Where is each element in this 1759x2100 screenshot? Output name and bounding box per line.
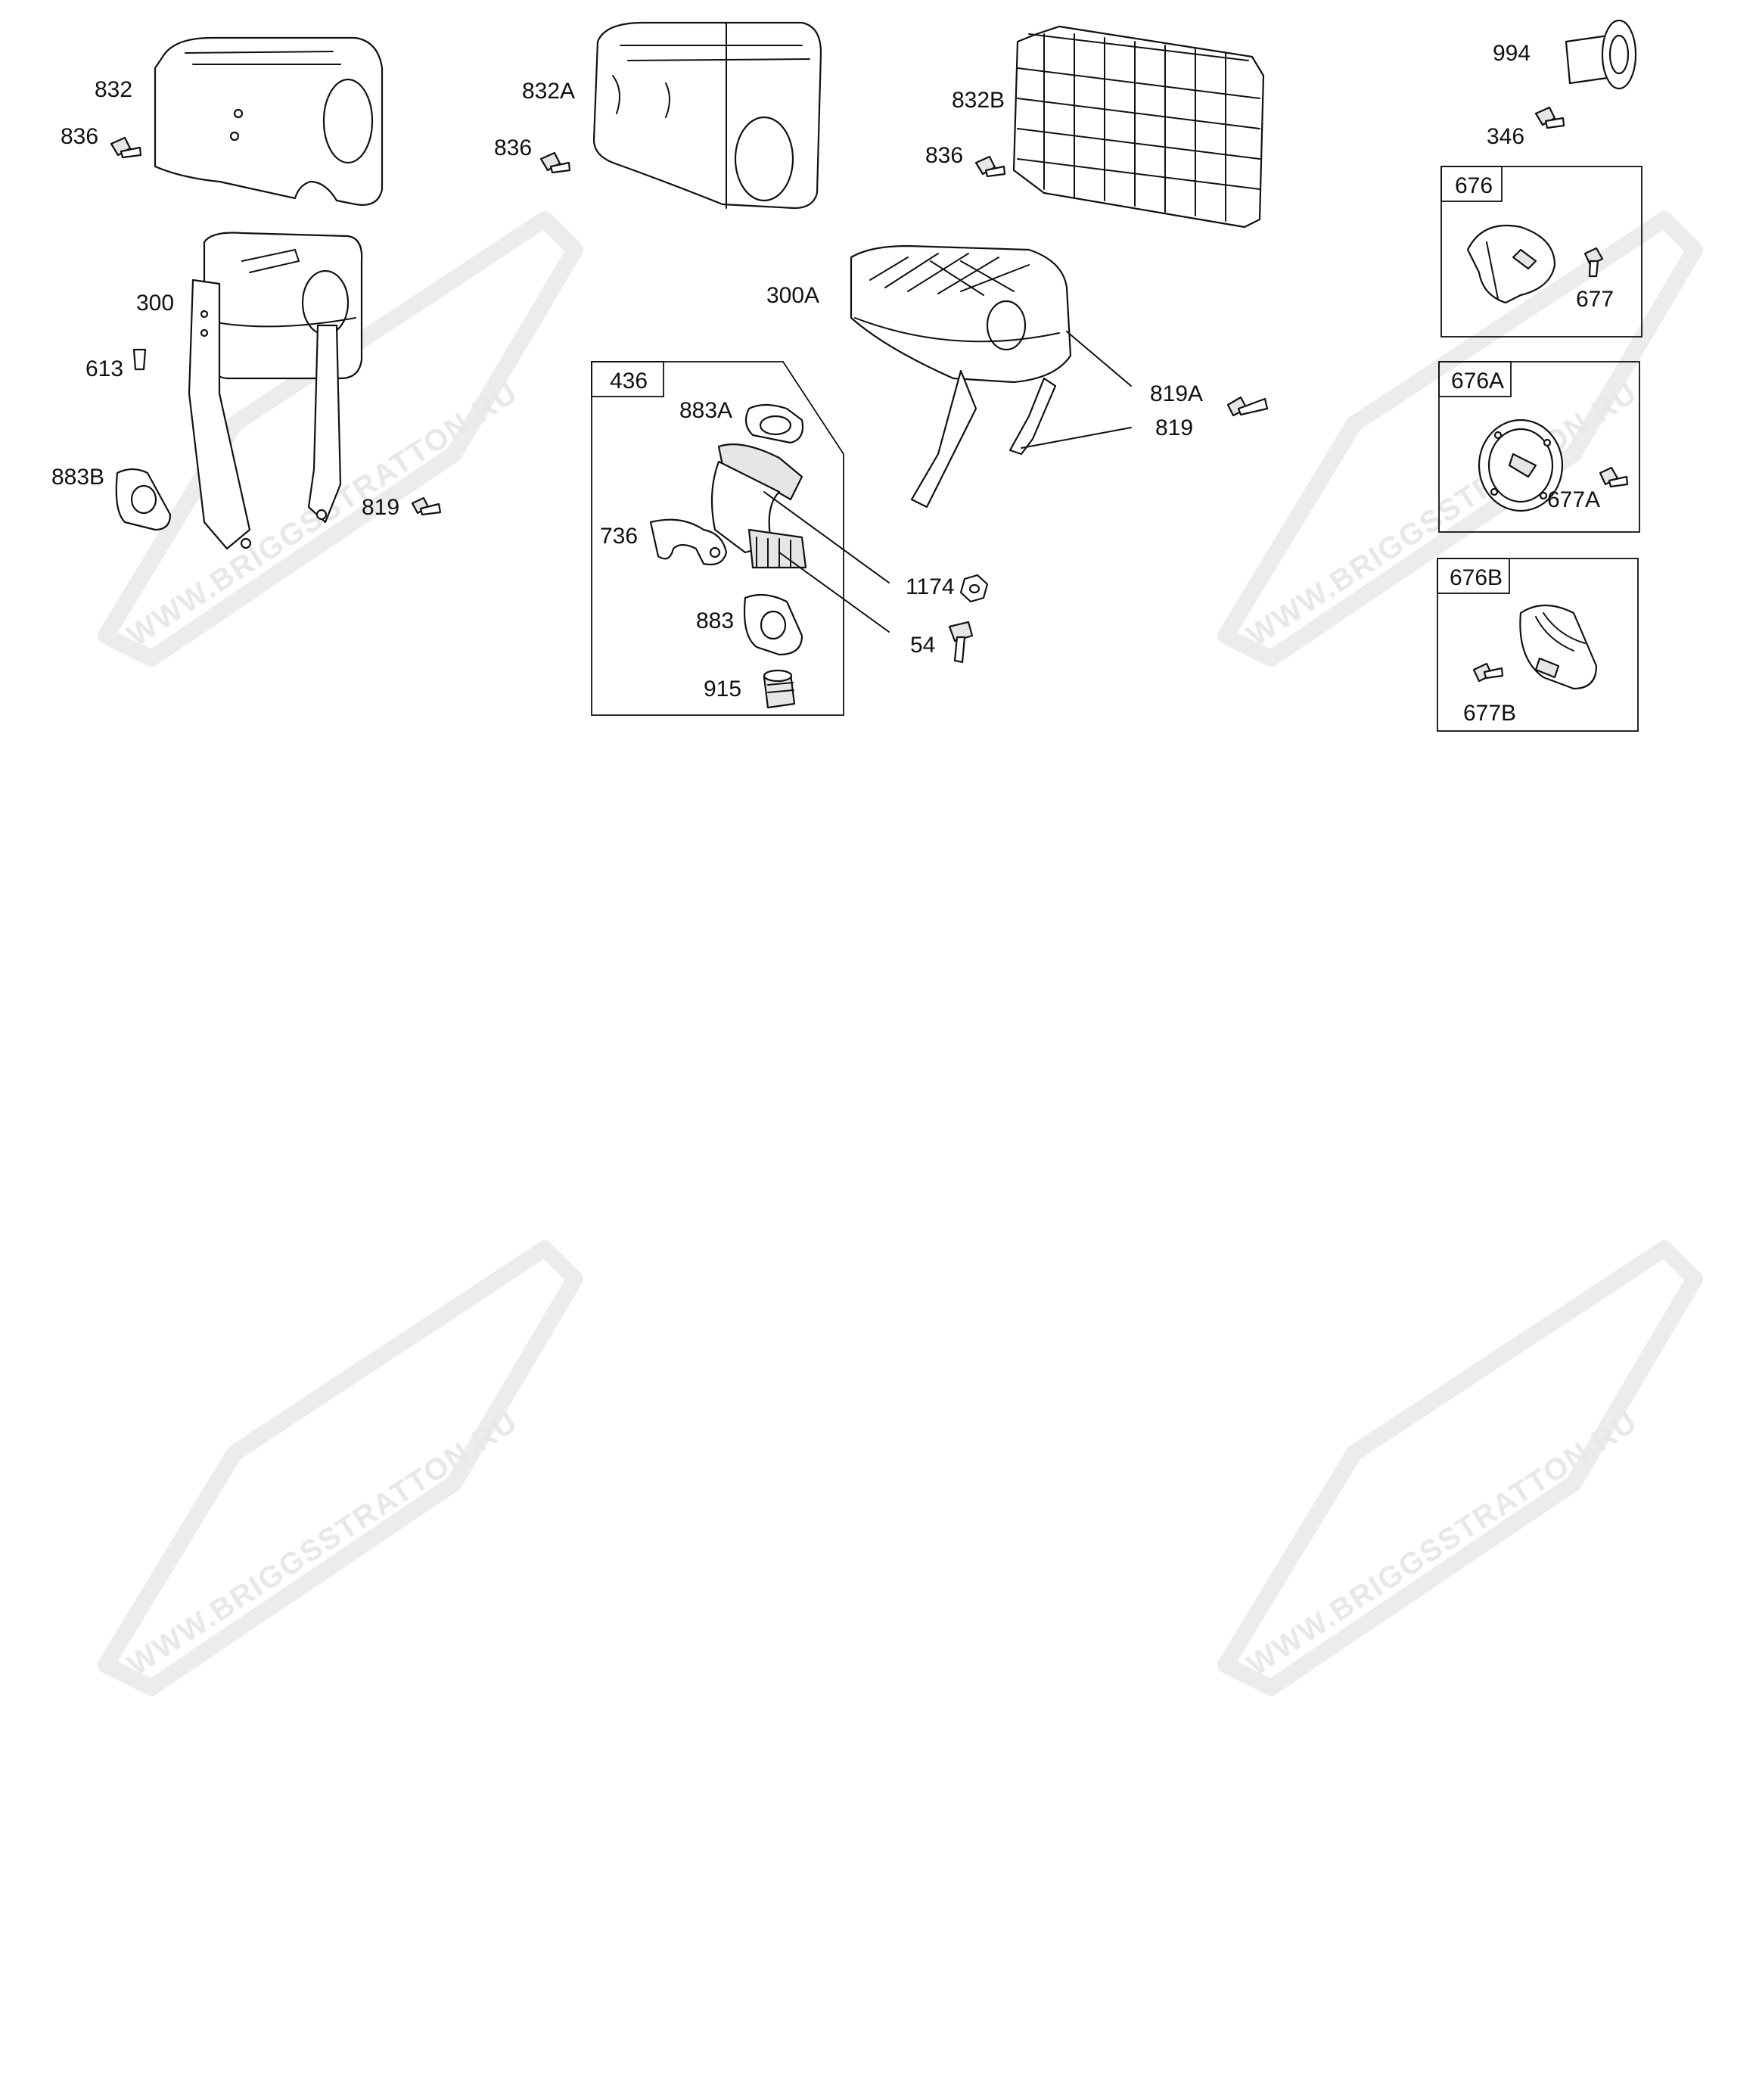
bolt-54 xyxy=(948,621,974,664)
callout-819-a: 819 xyxy=(362,495,399,520)
screw-677B xyxy=(1472,662,1504,683)
screw-677A xyxy=(1599,466,1629,488)
part-994-exhaust-deflector xyxy=(1565,19,1637,90)
callout-677A: 677A xyxy=(1547,487,1600,512)
kit-676-frame xyxy=(1440,166,1642,338)
part-832B-wire-guard xyxy=(1012,25,1265,229)
part-832A-muffler-shield xyxy=(592,21,822,210)
gasket-883A xyxy=(744,403,804,444)
screw-346 xyxy=(1534,106,1565,129)
callout-346: 346 xyxy=(1487,124,1524,149)
screw-819A xyxy=(1226,396,1269,417)
callout-994: 994 xyxy=(1493,41,1531,66)
watermark-bottom-left: WWW.BRIGGSSTRATTON.RU xyxy=(98,1240,583,1696)
screw-613 xyxy=(132,348,147,371)
callout-300: 300 xyxy=(136,291,174,316)
gasket-883B xyxy=(115,468,172,531)
callout-883A: 883A xyxy=(679,398,732,423)
screw-836-b xyxy=(539,151,571,174)
part-832-muffler-guard xyxy=(154,36,384,206)
gasket-883 xyxy=(743,593,803,656)
part-676A-deflector xyxy=(1478,418,1564,512)
leader-1174 xyxy=(763,491,890,583)
callout-677: 677 xyxy=(1576,287,1614,312)
clamp-736 xyxy=(649,518,728,566)
callout-819-b: 819 xyxy=(1155,415,1193,440)
part-300A-muffler xyxy=(850,244,1072,509)
part-676B-deflector xyxy=(1519,605,1598,690)
callout-832B: 832B xyxy=(952,88,1005,113)
watermark-bottom-right: WWW.BRIGGSSTRATTON.RU xyxy=(1217,1240,1703,1696)
nut-1174 xyxy=(959,574,989,603)
kit-436-frame xyxy=(591,361,844,716)
screw-836-c xyxy=(974,155,1006,178)
callout-819A: 819A xyxy=(1150,381,1203,406)
callout-832A: 832A xyxy=(522,79,575,104)
watermark-top-right: WWW.BRIGGSSTRATTON.RU xyxy=(1217,211,1703,667)
callout-883: 883 xyxy=(696,608,734,633)
callout-300A: 300A xyxy=(766,283,819,308)
callout-677B: 677B xyxy=(1463,701,1516,726)
kit-label-676A: 676A xyxy=(1451,369,1504,394)
kit-676A-frame xyxy=(1438,361,1640,533)
kit-label-676B: 676B xyxy=(1450,565,1503,590)
kit-label-676: 676 xyxy=(1455,173,1493,198)
callout-832: 832 xyxy=(95,77,132,102)
kit-676B-frame xyxy=(1437,558,1639,732)
callout-883B: 883B xyxy=(51,465,104,490)
screw-836-a xyxy=(110,136,142,159)
leader-819A xyxy=(1066,331,1132,387)
callout-836-b: 836 xyxy=(494,135,532,160)
callout-613: 613 xyxy=(85,356,123,381)
callout-736: 736 xyxy=(600,524,638,549)
sleeve-915 xyxy=(763,669,796,709)
callout-836-a: 836 xyxy=(61,124,98,149)
part-elbow-pipe xyxy=(710,443,807,569)
screw-819-a xyxy=(411,496,442,516)
part-676-deflector xyxy=(1466,224,1556,304)
callout-915: 915 xyxy=(704,677,741,702)
part-300-muffler xyxy=(188,232,363,550)
callout-1174: 1174 xyxy=(906,574,955,599)
screw-677 xyxy=(1583,247,1604,278)
callout-836-c: 836 xyxy=(925,143,963,168)
leader-54 xyxy=(778,552,890,633)
leader-819-b xyxy=(1021,427,1132,449)
kit-label-436: 436 xyxy=(610,369,648,394)
callout-54: 54 xyxy=(910,633,935,658)
